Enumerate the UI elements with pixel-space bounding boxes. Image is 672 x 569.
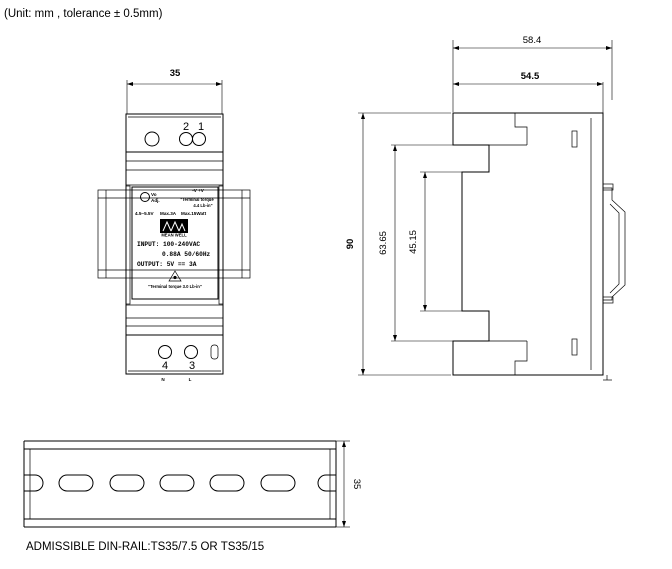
safety-mark-icon	[168, 270, 182, 282]
inner-height-dim: 45.15	[408, 230, 419, 254]
input-rating-2: 0.88A 50/60Hz	[162, 251, 211, 258]
depth-overall-dim: 58.4	[523, 35, 542, 46]
terminal-4-label: 4	[162, 360, 168, 372]
front-view: 35 2 1 4 3 N L	[97, 68, 251, 382]
torque-top-label-2: 4.4 Lb-in"	[193, 203, 212, 208]
terminal-1-screw	[192, 132, 206, 146]
vo-adj-label-2: Adj.	[151, 198, 160, 203]
rail-slot	[209, 474, 245, 492]
step-height-dim: 63.65	[378, 231, 389, 255]
brand-text: MEAN WELL	[161, 233, 187, 238]
side-housing	[452, 112, 604, 376]
terminal-1-label: 1	[198, 121, 204, 133]
terminal-l-label: L	[189, 377, 192, 382]
rail-slots	[24, 474, 336, 492]
max-current: Max.3A	[160, 211, 177, 216]
bottom-vent-slot	[571, 338, 578, 356]
terminal-4-screw	[158, 345, 172, 359]
voltage-range: 4.5~5.5V	[135, 211, 154, 216]
mean-well-logo: MEAN WELL	[160, 219, 188, 238]
rail-slot	[260, 474, 296, 492]
input-rating: INPUT: 100-240VAC	[137, 241, 200, 248]
rail-caption: ADMISSIBLE DIN-RAIL:TS35/7.5 OR TS35/15	[26, 541, 264, 553]
front-label-panel	[131, 186, 219, 300]
terminal-2-label: 2	[183, 121, 189, 133]
torque-top-label: "Terminal torque	[180, 197, 214, 202]
side-view: 58.4 54.5 90 63.65 45.15	[345, 35, 626, 381]
rail-height-dim: 35	[351, 479, 362, 490]
polarity-label: -V +V	[192, 188, 205, 193]
depth-body-dim: 54.5	[521, 71, 540, 82]
rail-slot	[58, 474, 94, 492]
max-power: Max.15Watt	[181, 211, 207, 216]
terminal-n-label: N	[161, 377, 165, 382]
rail-slot	[159, 474, 195, 492]
terminal-3-label: 3	[189, 360, 195, 372]
top-vent-slot	[571, 130, 578, 148]
torque-bottom-label: "Terminal torque 3.0 Lb-in"	[148, 284, 202, 289]
terminal-2-screw	[179, 132, 193, 146]
rail-view: 35 ADMISSIBLE DIN-RAIL:TS35/7.5 OR TS35/…	[23, 440, 362, 553]
front-width-dim: 35	[170, 68, 181, 79]
vo-adj-knob	[140, 192, 150, 202]
rail-slot	[109, 474, 145, 492]
top-left-blank-hole	[144, 131, 160, 147]
output-rating: OUTPUT: 5V == 3A	[137, 261, 197, 268]
units-note: (Unit: mm , tolerance ± 0.5mm)	[4, 8, 163, 20]
height-dim: 90	[345, 239, 356, 250]
vo-adj-label: Vo	[151, 192, 157, 197]
terminal-3-screw	[184, 345, 198, 359]
din-rail-profile	[23, 440, 337, 528]
